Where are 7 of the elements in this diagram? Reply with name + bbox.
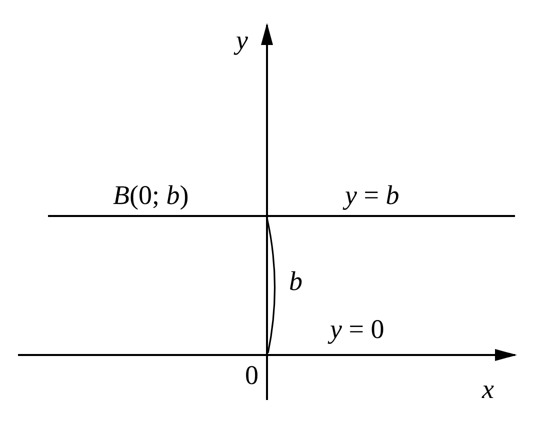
axis-label: x <box>482 374 494 404</box>
line-label: y = b <box>345 180 400 210</box>
point-label: B(0; b) <box>113 180 189 210</box>
line-label: y = 0 <box>330 314 384 344</box>
axis-label: y <box>236 25 248 55</box>
length-label: b <box>289 266 302 296</box>
origin-label: 0 <box>245 360 258 390</box>
